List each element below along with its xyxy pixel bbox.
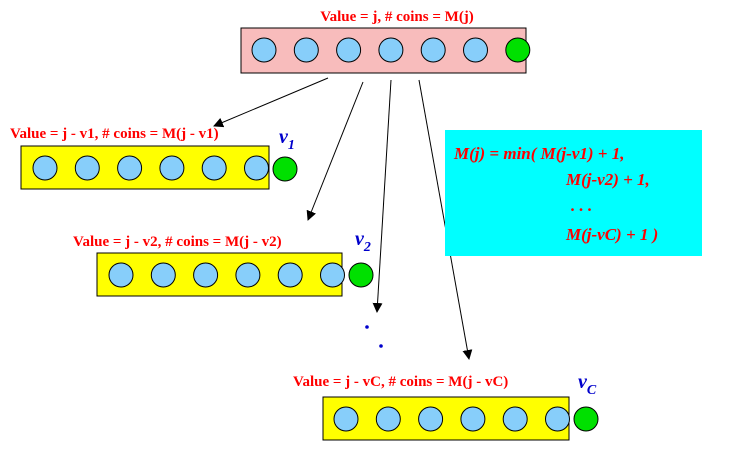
coin-blue [244, 155, 269, 181]
coin-blue [251, 37, 277, 63]
sub-box-v1-coins [32, 155, 269, 181]
arrow-to-v2 [306, 81, 364, 221]
ellipsis-dots [365, 325, 383, 348]
coin-blue [108, 262, 134, 288]
sub-box-v1: Value = j - v1, # coins = M(j - v1) v1 [10, 126, 298, 190]
formula-line-3: . . . [571, 196, 592, 215]
ellipsis-dot [365, 325, 369, 329]
coin-blue [378, 37, 404, 63]
sub-box-v1-rect [20, 145, 270, 190]
sub-box-v1-label: Value = j - v1, # coins = M(j - v1) [10, 126, 219, 142]
sub-box-vC: Value = j - vC, # coins = M(j - vC) vC [293, 371, 599, 441]
formula-line-2: M(j-v2) + 1, [565, 170, 650, 189]
coin-blue [193, 262, 219, 288]
coin-blue [150, 262, 176, 288]
top-value-box: Value = j, # coins = M(j) [240, 9, 531, 74]
sub-box-vC-label: Value = j - vC, # coins = M(j - vC) [293, 374, 508, 390]
coin-v1-label: v1 [279, 126, 295, 153]
sub-box-vC-rect [322, 396, 570, 441]
coin-blue [32, 155, 58, 181]
recurrence-formula-box: M(j) = min( M(j-v1) + 1, M(j-v2) + 1, . … [445, 130, 702, 256]
coin-v2-green [348, 262, 374, 288]
coin-blue [320, 262, 345, 288]
coin-blue [502, 406, 528, 432]
coin-blue [74, 155, 100, 181]
coin-v1-green [272, 156, 298, 182]
coin-blue [463, 37, 488, 63]
coin-blue [336, 37, 362, 63]
coin-v2-label: v2 [355, 228, 371, 255]
formula-line-1: M(j) = min( M(j-v1) + 1, [453, 144, 624, 163]
coin-blue [117, 155, 143, 181]
arrow-to-ellipsis [372, 79, 392, 313]
coin-blue [201, 155, 227, 181]
coin-blue [159, 155, 185, 181]
top-box-coins [251, 37, 531, 63]
sub-box-v2-label: Value = j - v2, # coins = M(j - v2) [73, 234, 282, 250]
coin-blue [418, 406, 444, 432]
sub-box-vC-coins [333, 406, 570, 432]
coin-green [505, 37, 531, 63]
arrows [213, 77, 473, 360]
formula-background [445, 130, 702, 256]
coin-blue [333, 406, 359, 432]
coin-blue [545, 406, 570, 432]
ellipsis-dot [379, 344, 383, 348]
sub-box-v2-coins [108, 262, 345, 288]
coin-vC-green [573, 406, 599, 432]
coin-blue [460, 406, 486, 432]
coin-vC-label: vC [578, 371, 597, 398]
coin-blue [420, 37, 446, 63]
arrow-to-vC [418, 79, 473, 360]
coin-blue [293, 37, 319, 63]
coin-blue [375, 406, 401, 432]
top-box-label: Value = j, # coins = M(j) [320, 9, 474, 25]
formula-line-4: M(j-vC) + 1 ) [565, 225, 658, 244]
coin-blue [277, 262, 303, 288]
coin-blue [235, 262, 261, 288]
arrow-to-v1 [213, 77, 329, 128]
sub-box-v2: Value = j - v2, # coins = M(j - v2) v2 [73, 228, 374, 297]
sub-box-v2-rect [96, 252, 343, 297]
